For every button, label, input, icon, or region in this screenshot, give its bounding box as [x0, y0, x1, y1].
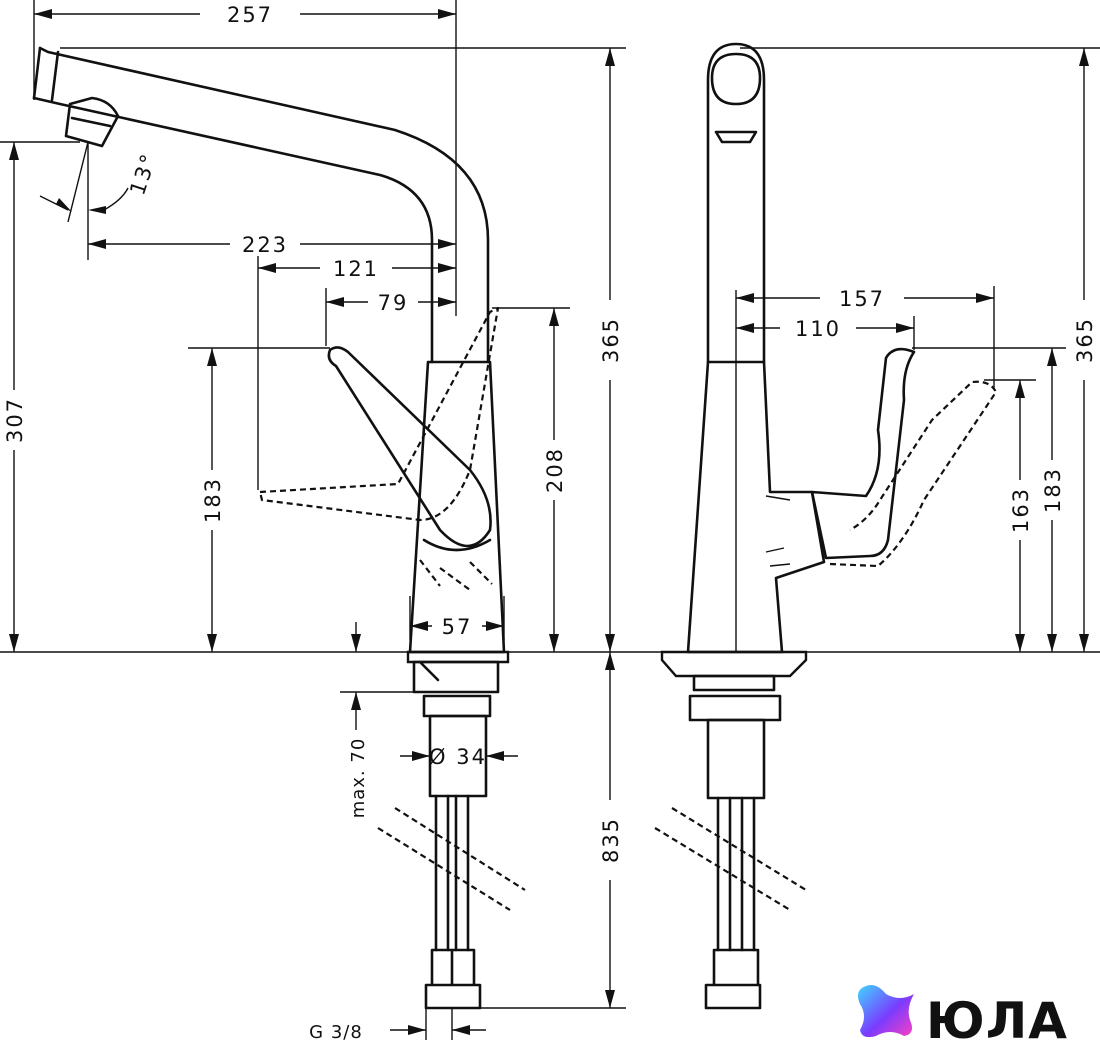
dim-lever-reach-open: 121 — [333, 257, 379, 281]
front-view — [654, 42, 998, 1010]
dim-connection: G 3/8 — [309, 1022, 363, 1043]
dim-front-lever-height-closed: 183 — [1041, 467, 1065, 513]
front-hose-fittings — [704, 948, 762, 1010]
dim-front-lever-reach-open: 157 — [839, 287, 885, 311]
side-spout — [32, 46, 490, 364]
dim-base-width: 57 — [442, 615, 473, 639]
side-mounting-nut — [412, 660, 500, 694]
front-break-lines — [654, 807, 807, 911]
dim-body-height: 208 — [543, 447, 567, 493]
side-break-lines — [377, 807, 526, 911]
side-hose-fittings — [424, 948, 482, 1010]
front-spout — [706, 42, 766, 364]
yula-logo-text: ЮЛА — [926, 992, 1068, 1046]
front-aerator — [714, 130, 758, 144]
dim-height-total-side: 365 — [599, 317, 623, 363]
side-lever-alt — [258, 306, 500, 522]
front-hoses — [716, 796, 756, 952]
dim-shank-diameter: Ø 34 — [429, 745, 487, 769]
dim-spout-reach: 257 — [227, 3, 273, 27]
dim-front-lever-height-open: 163 — [1009, 487, 1033, 533]
front-lever-alt — [829, 380, 998, 568]
front-body-hint — [765, 495, 791, 567]
dim-outlet-to-axis: 223 — [242, 233, 288, 257]
dim-spout-angle: 13° — [125, 150, 161, 199]
dim-lever-reach-closed: 79 — [378, 291, 409, 315]
side-spout-tip — [32, 46, 60, 102]
yula-logo: ЮЛА — [858, 985, 1068, 1046]
dim-lever-height: 183 — [201, 477, 225, 523]
side-lever — [327, 346, 492, 548]
front-lever — [810, 347, 916, 560]
side-lever-ring — [422, 538, 492, 552]
dim-outlet-height: 307 — [3, 397, 27, 443]
front-mounting-nut — [688, 674, 782, 722]
side-body-hidden — [419, 559, 493, 591]
front-shank — [706, 718, 766, 800]
dim-height-total-front: 365 — [1073, 317, 1097, 363]
dim-hose-length: 835 — [599, 817, 623, 863]
side-view — [32, 46, 526, 1010]
dim-front-lever-reach-closed: 110 — [795, 317, 841, 341]
side-hoses — [434, 794, 470, 952]
side-shank — [428, 714, 488, 798]
dim-max-deck: max. 70 — [348, 738, 369, 819]
side-base-plate — [406, 650, 510, 664]
front-base-plate — [660, 650, 808, 678]
front-body — [686, 360, 826, 654]
side-washer — [422, 694, 492, 718]
yula-logo-icon — [858, 985, 914, 1038]
front-spout-top — [710, 52, 762, 106]
side-aerator — [64, 96, 120, 148]
